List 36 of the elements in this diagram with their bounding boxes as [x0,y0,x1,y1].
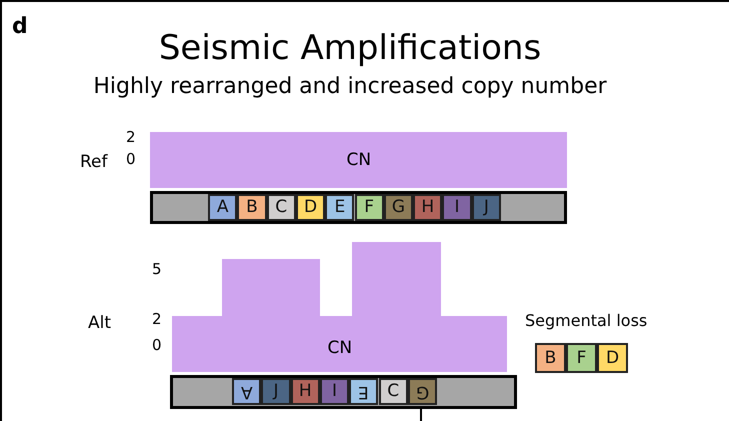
gene-segment: B [237,194,267,221]
copy-number-profile [150,132,567,188]
profile-label: CN [328,338,352,358]
gene-segment: B [535,343,566,373]
gene-segment: H [413,194,442,221]
axis-tick: 2 [152,310,162,328]
gene-segment: I [442,194,472,221]
track-label: Ref [80,152,108,172]
axis-tick: 0 [152,336,162,354]
track-label: Alt [88,313,112,333]
title: Seismic Amplifications [158,28,542,68]
gene-segment: A [208,194,238,221]
subtitle: Highly rearranged and increased copy number [92,74,608,99]
gene-segment: I [320,378,350,405]
profile-label: CN [346,150,372,170]
gene-segment: C [378,378,408,405]
gene-segment: D [597,343,628,373]
chromosome-bar [170,375,517,409]
axis-tick: 0 [126,150,136,168]
gene-segment: G [408,378,438,405]
gene-segment: D [296,194,326,221]
gene-segment: H [290,378,320,405]
gene-segment: A [232,378,262,405]
gene-segment: C [266,194,296,221]
gene-segment: G [384,194,414,221]
gene-segment: F [566,343,597,373]
gene-segment: E [325,194,354,221]
chromosome-bar [150,191,567,224]
axis-tick: 2 [126,128,136,146]
gene-segment: F [354,194,384,221]
legend-heading: Segmental loss [525,311,648,330]
axis-tick: 5 [152,260,162,278]
gene-segment: J [261,378,291,405]
gene-segment: J [472,194,501,221]
panel-letter: d [12,14,28,39]
gene-segment: E [349,378,378,405]
